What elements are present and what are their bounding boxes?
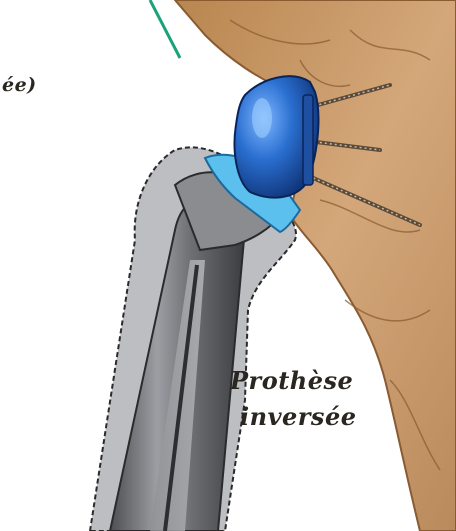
leader-line [150, 0, 180, 58]
caption-inversee: inversée [240, 402, 356, 431]
glenosphere-highlight [252, 98, 272, 138]
partial-label-top-left: ée) [2, 74, 37, 96]
caption-prothese: Prothèse [230, 366, 353, 395]
baseplate [303, 95, 313, 185]
